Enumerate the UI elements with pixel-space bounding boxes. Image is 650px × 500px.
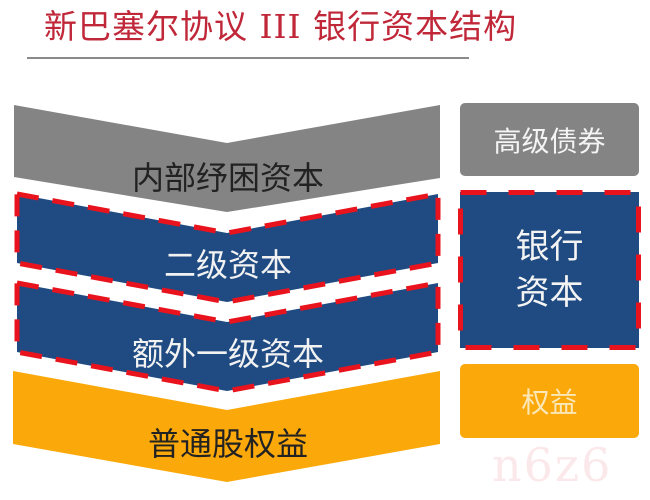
chevron-common-equity <box>13 371 440 482</box>
label-additional-tier1-capital: 额外一级资本 <box>131 335 324 373</box>
label-common-equity: 普通股权益 <box>147 425 308 463</box>
box-equity: 权益 <box>460 364 639 438</box>
label-tier2-capital: 二级资本 <box>163 246 292 284</box>
chevron-tier2-capital <box>14 190 441 305</box>
chevron-additional-tier1-capital <box>14 279 441 394</box>
box-senior-bonds: 高级债券 <box>460 103 639 176</box>
label-bank-capital-line2: 资本 <box>515 273 584 313</box>
diagram-title: 新巴塞尔协议 III 银行资本结构 <box>44 7 518 46</box>
capital-chevron-stack <box>13 105 441 482</box>
label-bank-capital-line1: 银行 <box>515 227 584 267</box>
chevron-bail-in-capital <box>14 105 440 212</box>
title-underline <box>27 57 469 59</box>
label-equity: 权益 <box>521 386 578 419</box>
label-senior-bonds: 高级债券 <box>493 124 606 158</box>
label-bail-in-capital: 内部纾困资本 <box>131 159 324 197</box>
watermark: n6z6 <box>492 438 613 492</box>
box-bank-capital: 银行 资本 <box>460 192 639 348</box>
